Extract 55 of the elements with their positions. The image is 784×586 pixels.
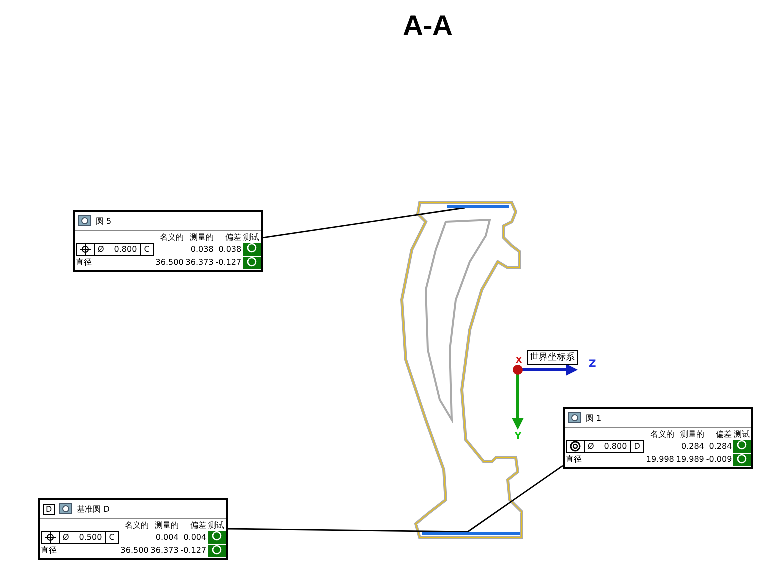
axis-label: Y: [515, 432, 522, 442]
axis-label: Z: [589, 359, 596, 370]
value-text: 36.373: [150, 545, 180, 557]
column-header: 测试: [242, 232, 261, 243]
feature-callout-table: [38, 498, 228, 560]
column-header: 测量的: [188, 232, 215, 243]
diameter-sign: Ø: [588, 442, 594, 451]
section-title: A-A: [402, 10, 454, 42]
column-header: 测试: [208, 520, 226, 531]
axis-label: X: [516, 356, 522, 365]
value-text: 0.284: [708, 441, 734, 453]
tolerance-value: 0.800: [604, 442, 628, 451]
datum-reference: D: [633, 441, 642, 452]
highlighted-edge: [447, 205, 509, 208]
value-text: -0.127: [214, 257, 243, 269]
value-text: 36.373: [184, 257, 215, 269]
datum-reference: C: [143, 244, 151, 255]
leader-line: [468, 465, 564, 533]
column-header: 偏差: [224, 232, 243, 243]
diameter-sign: Ø: [63, 533, 70, 542]
column-header: 测量的: [154, 520, 180, 531]
row-label: 直径: [566, 455, 582, 464]
tolerance-value: 0.500: [79, 533, 102, 542]
value-text: 19.998: [645, 454, 676, 466]
column-header: 名义的: [649, 428, 676, 440]
coordinate-system-label: 世界坐标系: [527, 350, 578, 365]
row-label: 直径: [41, 546, 57, 555]
column-header: 测试: [733, 428, 752, 440]
leader-line: [228, 528, 468, 533]
feature-callout-table: [563, 407, 754, 468]
value-text: 0.038: [190, 244, 215, 256]
tolerance-value: 0.800: [114, 245, 138, 254]
feature-title: 圆 5: [96, 216, 112, 226]
datum-label: D: [43, 504, 56, 514]
column-header: 偏差: [190, 520, 208, 531]
value-text: 0.038: [218, 244, 243, 256]
value-text: 0.004: [154, 532, 180, 544]
column-header: 偏差: [715, 428, 734, 440]
value-text: 0.004: [182, 532, 208, 544]
value-text: 19.989: [675, 454, 706, 466]
row-label: 直径: [76, 258, 92, 267]
value-text: 36.500: [120, 545, 150, 557]
value-text: 36.500: [154, 257, 185, 269]
value-text: -0.127: [180, 545, 208, 557]
value-text: -0.009: [705, 453, 734, 466]
diameter-sign: Ø: [98, 245, 104, 254]
datum-reference: C: [108, 532, 116, 543]
feature-title: 基准圆 D: [77, 504, 110, 514]
column-header: 名义的: [124, 520, 150, 531]
highlighted-edge: [422, 532, 520, 535]
column-header: 测量的: [679, 428, 706, 440]
column-header: 名义的: [158, 232, 185, 243]
value-text: 0.284: [680, 441, 706, 453]
feature-title: 圆 1: [586, 412, 602, 424]
feature-callout-table: [73, 210, 263, 272]
